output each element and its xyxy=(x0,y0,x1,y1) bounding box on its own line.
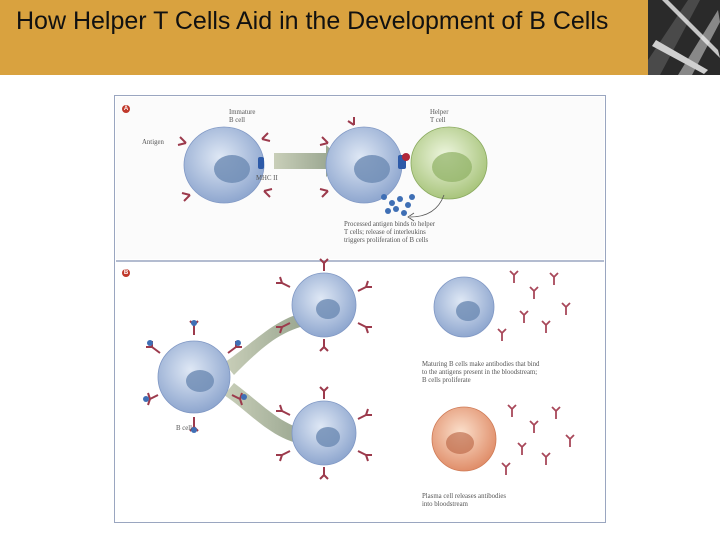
title-bar xyxy=(0,0,648,75)
source-b-cell xyxy=(157,340,231,414)
maturing-b-cells-label: Maturing B cells make antibodies that bi… xyxy=(422,361,540,384)
decorative-corner-icon xyxy=(648,0,720,75)
interleukin-molecules xyxy=(381,194,415,216)
b-cell-binding xyxy=(319,117,410,204)
free-antibodies-lower xyxy=(501,404,575,475)
antibody-producing-b-cell xyxy=(433,276,495,338)
b-cell-label: B cell xyxy=(176,425,193,432)
immature-b-cell xyxy=(177,126,273,204)
panel-b xyxy=(143,258,575,480)
free-antibodies-upper xyxy=(497,270,571,341)
plasma-cell xyxy=(431,406,497,472)
antigen-label: Antigen xyxy=(142,139,164,146)
mhc-label: MHC II xyxy=(256,175,278,182)
panel-b-marker: B xyxy=(122,269,130,277)
processed-antigen-label: Processed antigen binds to helper T cell… xyxy=(344,221,435,244)
panel-a xyxy=(177,117,488,222)
slide-title: How Helper T Cells Aid in the Developmen… xyxy=(16,7,609,35)
helper-t-cell xyxy=(410,126,488,200)
maturing-b-cell-upper xyxy=(276,258,372,352)
panel-a-marker: A xyxy=(122,105,130,113)
maturing-b-cell-lower xyxy=(276,386,372,480)
plasma-cell-label: Plasma cell releases antibodies into blo… xyxy=(422,493,506,508)
